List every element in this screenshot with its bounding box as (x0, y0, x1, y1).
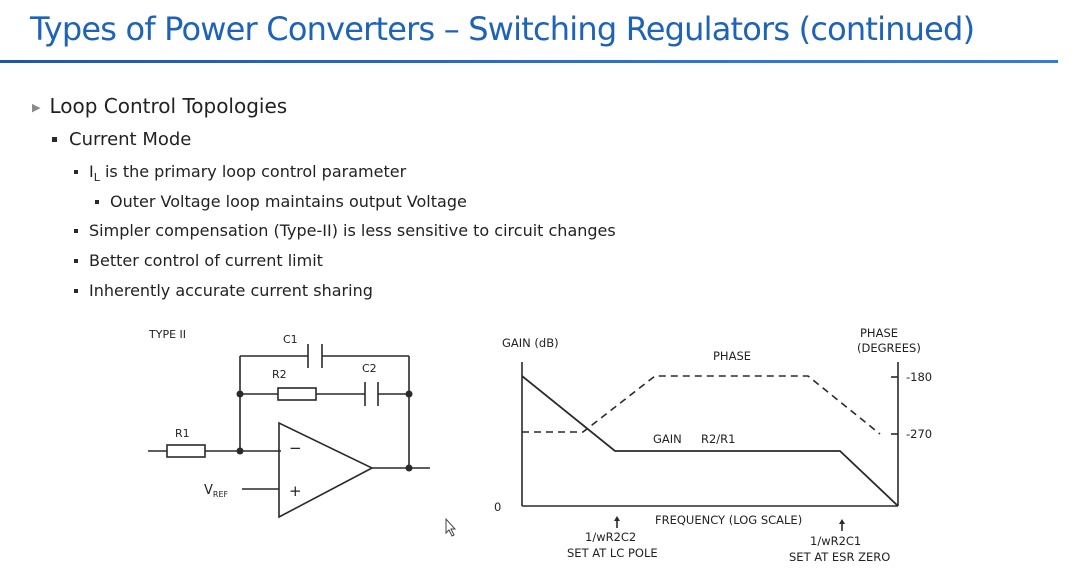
square-bullet-icon (52, 137, 57, 142)
square-bullet-icon (74, 289, 78, 293)
square-bullet-icon (95, 200, 99, 204)
junction-dot (405, 464, 413, 472)
bullet-il-primary: IL is the primary loop control parameter (74, 162, 406, 184)
arrowhead-icon (614, 516, 620, 521)
title-underline (0, 60, 1058, 63)
bullet-text: Current Mode (69, 129, 192, 150)
bullet-text: is the primary loop control parameter (99, 162, 407, 181)
marker1-formula: 1/wR2C2 (585, 530, 636, 544)
bullet-text: Simpler compensation (Type-II) is less s… (89, 221, 616, 240)
marker1-note: SET AT LC POLE (567, 546, 658, 560)
bullet-current-limit: Better control of current limit (74, 251, 323, 270)
bullet-text: Inherently accurate current sharing (89, 281, 373, 300)
phase-curve (522, 375, 881, 435)
label-c1: C1 (283, 333, 298, 346)
gain-axis-label: GAIN (dB) (502, 336, 559, 350)
square-bullet-icon (74, 229, 78, 233)
junction-dot (236, 447, 244, 455)
label-r2: R2 (272, 368, 287, 381)
phase-axis-label-2: (DEGREES) (857, 341, 921, 355)
square-bullet-icon (74, 170, 78, 174)
triangle-bullet-icon: ▶ (32, 101, 41, 114)
junction-dot (236, 390, 244, 398)
label-c2: C2 (362, 362, 377, 375)
label-r1: R1 (175, 427, 190, 440)
op-amp-inverting-sign: − (289, 439, 302, 457)
tick-label-180: -180 (906, 370, 932, 384)
junction-dot (405, 390, 413, 398)
bullet-current-sharing: Inherently accurate current sharing (74, 281, 373, 300)
bullet-loop-control-topologies: ▶ Loop Control Topologies (32, 94, 287, 118)
slide-title: Types of Power Converters – Switching Re… (30, 10, 975, 48)
zero-label: 0 (494, 500, 501, 514)
arrowhead-icon (839, 519, 845, 524)
vref-label: VREF (204, 483, 229, 499)
bullet-current-mode: Current Mode (52, 129, 191, 150)
il-symbol: I (89, 162, 94, 181)
marker2-note: SET AT ESR ZERO (789, 550, 890, 564)
mouse-cursor-icon (445, 517, 457, 537)
il-subscript: L (93, 171, 100, 185)
bullet-simpler-compensation: Simpler compensation (Type-II) is less s… (74, 221, 616, 240)
bullet-text: Loop Control Topologies (49, 94, 288, 118)
marker2-formula: 1/wR2C1 (810, 534, 861, 548)
gain-curve-label: GAIN (653, 432, 682, 446)
square-bullet-icon (74, 259, 78, 263)
bullet-text: Better control of current limit (89, 251, 323, 270)
circuit-type-label: TYPE II (148, 328, 186, 341)
frequency-axis-label: FREQUENCY (LOG SCALE) (655, 513, 802, 527)
phase-axis-label-1: PHASE (860, 326, 898, 340)
bullet-text: Outer Voltage loop maintains output Volt… (110, 192, 467, 211)
gain-ratio-label: R2/R1 (701, 432, 736, 446)
op-amp-noninverting-sign: + (289, 482, 302, 500)
gain-curve (521, 375, 899, 507)
bullet-outer-voltage-loop: Outer Voltage loop maintains output Volt… (95, 192, 467, 211)
op-amp-triangle (278, 421, 374, 519)
tick-label-270: -270 (906, 427, 932, 441)
phase-curve-label: PHASE (713, 349, 751, 363)
